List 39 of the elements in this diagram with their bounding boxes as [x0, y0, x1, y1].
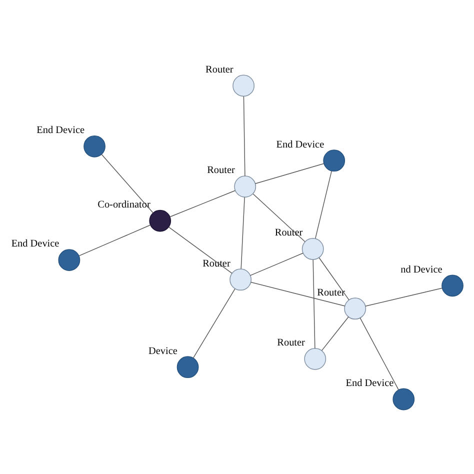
connector: [249, 252, 303, 276]
connector: [242, 96, 245, 176]
connector: [250, 282, 345, 306]
node-circle: [83, 135, 105, 158]
node-circle: [234, 176, 256, 198]
node-circle: [176, 356, 198, 378]
connector: [192, 288, 235, 358]
connector: [168, 226, 232, 274]
connector: [359, 318, 398, 390]
connector: [321, 316, 348, 351]
node-label: nd Device: [400, 264, 442, 276]
node-circle: [301, 238, 324, 260]
connector: [169, 190, 235, 218]
node-label: End Device: [10, 238, 59, 250]
connector: [240, 196, 244, 270]
connector: [254, 163, 324, 184]
node-circle: [304, 348, 326, 370]
node-label: End Device: [36, 125, 84, 136]
node-label: Device: [148, 346, 177, 357]
connector: [312, 259, 315, 349]
node-label: Router: [276, 338, 304, 349]
node-label: Router: [316, 287, 344, 298]
node-circle: [322, 150, 345, 172]
node-label: Router: [206, 165, 234, 176]
connector: [252, 194, 305, 242]
node-label: Router: [205, 64, 233, 76]
node-circle: [229, 268, 251, 291]
connector: [314, 170, 332, 239]
node-circle: [58, 249, 80, 271]
node-circle: [392, 388, 414, 410]
node-circle: [148, 210, 171, 232]
node-circle: [232, 74, 254, 97]
node-label: End Device: [276, 139, 324, 150]
node-circle: [441, 274, 463, 297]
node-label: End Device: [345, 378, 394, 389]
connector: [318, 257, 349, 300]
connector: [364, 288, 442, 306]
node-circle: [344, 298, 366, 320]
connector: [78, 224, 150, 256]
